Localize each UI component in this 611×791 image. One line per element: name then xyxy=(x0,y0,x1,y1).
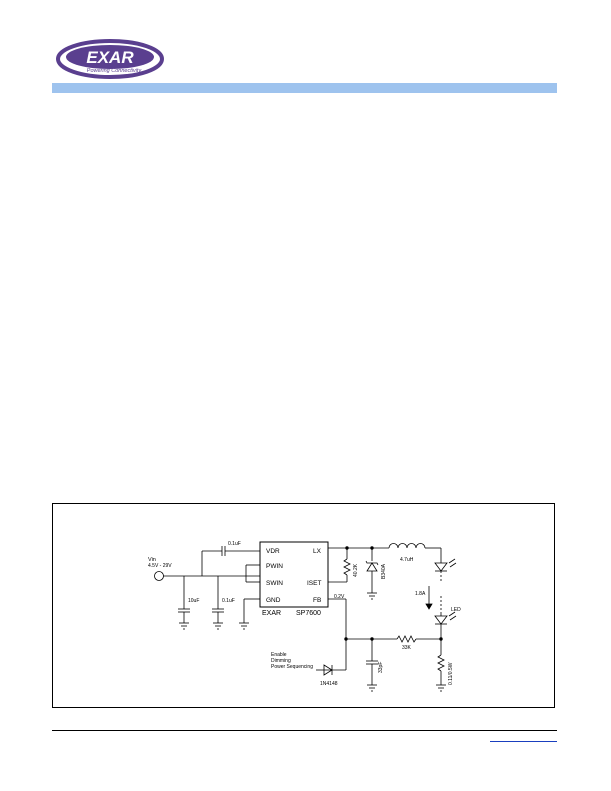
led-label: LED xyxy=(451,607,461,613)
chip-part: SP7600 xyxy=(296,610,321,617)
led-bottom xyxy=(434,615,448,625)
led-top xyxy=(434,562,448,572)
enable-text-1: Enable xyxy=(271,652,287,658)
enable-diode-label: 1N4148 xyxy=(320,681,338,687)
pin-lx: LX xyxy=(313,548,322,555)
logo-wordmark: EXAR xyxy=(86,48,134,67)
application-schematic: Vin 4.5V - 29V 0.1uF 10uF 0.1uF VDR PWIN… xyxy=(148,541,461,692)
cap-fb-label: 33pF xyxy=(378,662,384,673)
pin-gnd: GND xyxy=(266,597,281,604)
pin-swin: SWIN xyxy=(266,580,283,587)
inductor-label: 4.7uH xyxy=(400,557,414,563)
pin-vdr: VDR xyxy=(266,548,280,555)
current-label: 1.8A xyxy=(415,591,426,597)
schottky-label: B340A xyxy=(381,563,387,579)
resistor-iset-label: 40.2K xyxy=(353,563,359,577)
inductor xyxy=(388,543,426,549)
logo-tagline: Powering Connectivity xyxy=(87,68,143,74)
resistor-iset xyxy=(343,558,351,576)
schottky-diode xyxy=(366,562,378,572)
header-bar xyxy=(52,83,557,93)
pin-iset: ISET xyxy=(307,580,321,587)
cap-top-label: 0.1uF xyxy=(228,541,241,547)
pin-fb: FB xyxy=(313,597,321,604)
footer-link-underline[interactable] xyxy=(490,741,557,742)
resistor-fb xyxy=(396,635,417,643)
exar-logo: EXAR Powering Connectivity xyxy=(56,39,164,79)
chip-body xyxy=(259,541,329,608)
vin-label: Vin xyxy=(148,557,156,563)
pin-pwin: PWIN xyxy=(266,563,283,570)
resistor-sense xyxy=(437,654,445,672)
vin-range: 4.5V - 29V xyxy=(148,563,172,569)
resistor-sense-label: 0.11/0.5W xyxy=(448,662,454,685)
fb-voltage-label: 0.2V xyxy=(334,594,345,600)
resistor-fb-label: 33K xyxy=(402,645,412,651)
footer-rule xyxy=(52,730,557,731)
logo-ring xyxy=(56,39,164,79)
cap-in-label: 10uF xyxy=(188,598,199,604)
enable-text-3: Power Sequencing xyxy=(271,664,313,670)
current-arrow xyxy=(425,603,433,610)
chip-vendor: EXAR xyxy=(262,610,281,617)
cap-pwin-label: 0.1uF xyxy=(222,598,235,604)
application-circuit-frame xyxy=(52,503,555,708)
logo-inner xyxy=(66,45,154,69)
enable-text-2: Dimming xyxy=(271,658,291,664)
vin-terminal xyxy=(154,571,164,581)
